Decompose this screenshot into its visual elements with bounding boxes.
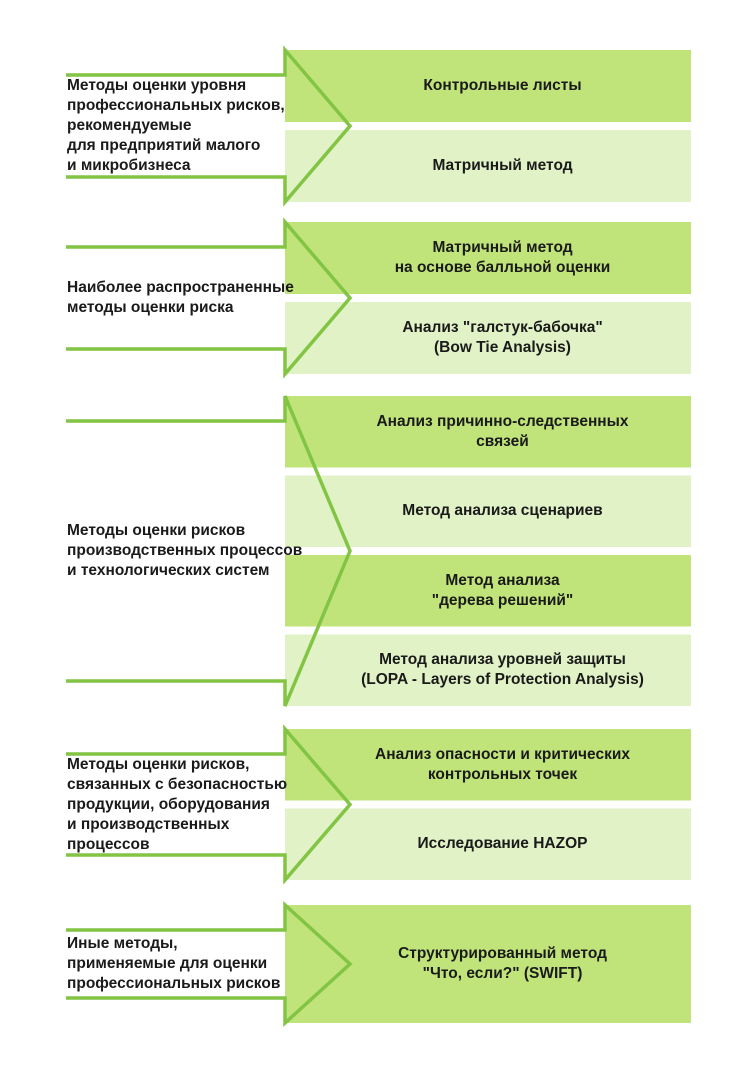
method-label: Структурированный метод "Что, если?" (SW…	[398, 945, 607, 982]
group-arrow	[66, 724, 353, 885]
group-label: Методы оценки рисков производственных пр…	[67, 522, 303, 579]
method-box	[285, 222, 691, 294]
method-label: Анализ причинно-следственных связей	[376, 412, 629, 450]
method-label: Контрольные листы	[423, 77, 582, 94]
method-label: Метод анализа сценариев	[402, 502, 603, 520]
method-box	[285, 475, 691, 547]
method-label: Метод анализа уровней защиты (LOPA - Lay…	[361, 651, 644, 689]
group-arrow	[66, 45, 353, 207]
method-box	[285, 905, 691, 1023]
method-label: Матричный метод на основе балльной оценк…	[394, 239, 611, 276]
method-label: Матричный метод	[432, 157, 573, 174]
group-label: Наиболее распространенные методы оценки …	[67, 279, 294, 316]
group-arrow	[66, 901, 353, 1027]
group-label: Методы оценки рисков, связанных с безопа…	[67, 755, 288, 853]
method-box	[285, 50, 691, 122]
group-label: Методы оценки уровня профессиональных ри…	[67, 77, 285, 174]
group-arrow	[66, 217, 353, 379]
method-box	[285, 555, 691, 627]
method-box	[285, 396, 691, 468]
group-arrow	[66, 395, 352, 707]
method-label: Метод анализа "дерева решений"	[431, 571, 574, 609]
method-box	[285, 634, 691, 706]
method-label: Исследование HAZOP	[417, 835, 588, 853]
group-label: Иные методы, применяемые для оценки проф…	[67, 935, 281, 992]
method-box	[285, 729, 691, 801]
method-label: Анализ опасности и критических контрольн…	[375, 745, 630, 783]
method-box	[285, 130, 691, 202]
method-box	[285, 302, 691, 374]
method-box	[285, 808, 691, 880]
method-label: Анализ "галстук-бабочка" (Bow Tie Analys…	[402, 319, 603, 356]
